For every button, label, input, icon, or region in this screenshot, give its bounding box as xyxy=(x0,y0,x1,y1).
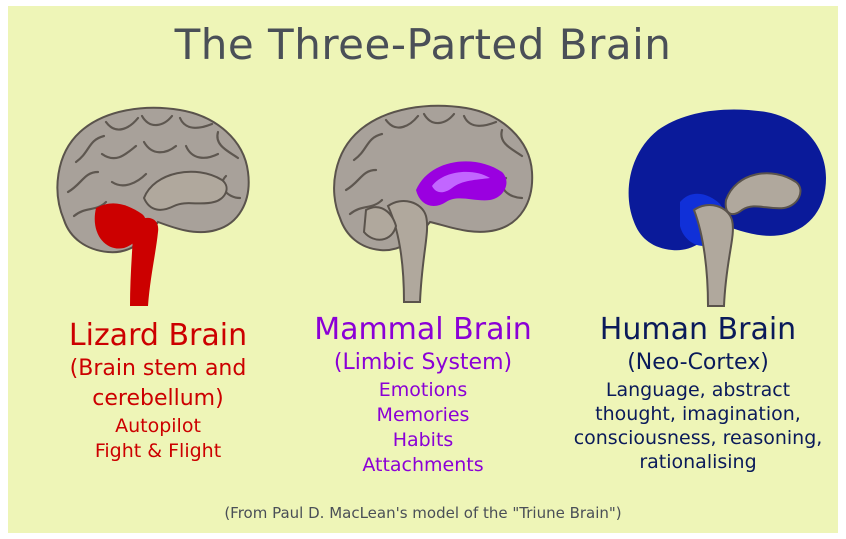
mammal-brain-subtitle: (Limbic System) xyxy=(293,348,553,378)
description-line: thought, imagination, xyxy=(560,402,836,426)
description-line: Attachments xyxy=(293,453,553,478)
mammal-brain-description: Emotions Memories Habits Attachments xyxy=(293,378,553,478)
lizard-brain-subtitle: (Brain stem and cerebellum) xyxy=(38,354,278,414)
human-brain-illustration xyxy=(620,106,832,312)
description-line: consciousness, reasoning, xyxy=(560,426,836,450)
human-brain-description: Language, abstract thought, imagination,… xyxy=(560,378,836,474)
subtitle-line: (Neo-Cortex) xyxy=(560,348,836,378)
mammal-brain-name: Mammal Brain xyxy=(293,312,553,348)
description-line: rationalising xyxy=(560,450,836,474)
diagram-canvas: The Three-Parted Brain xyxy=(8,6,838,533)
human-brain-subtitle: (Neo-Cortex) xyxy=(560,348,836,378)
lizard-brain-name: Lizard Brain xyxy=(38,318,278,354)
human-brain-column: Human Brain (Neo-Cortex) Language, abstr… xyxy=(560,312,836,474)
mammal-brain-column: Mammal Brain (Limbic System) Emotions Me… xyxy=(293,312,553,478)
description-line: Fight & Flight xyxy=(38,439,278,464)
subtitle-line: (Brain stem and xyxy=(38,354,278,384)
subtitle-line: (Limbic System) xyxy=(293,348,553,378)
description-line: Language, abstract xyxy=(560,378,836,402)
diagram-title: The Three-Parted Brain xyxy=(8,20,838,69)
description-line: Autopilot xyxy=(38,414,278,439)
human-brain-name: Human Brain xyxy=(560,312,836,348)
description-line: Emotions xyxy=(293,378,553,403)
mammal-brain-illustration xyxy=(326,102,538,308)
source-credit: (From Paul D. MacLean's model of the "Tr… xyxy=(8,504,838,522)
lizard-brain-illustration xyxy=(46,102,254,312)
description-line: Habits xyxy=(293,428,553,453)
lizard-brain-description: Autopilot Fight & Flight xyxy=(38,414,278,464)
subtitle-line: cerebellum) xyxy=(38,384,278,414)
description-line: Memories xyxy=(293,403,553,428)
lizard-brain-column: Lizard Brain (Brain stem and cerebellum)… xyxy=(38,318,278,464)
